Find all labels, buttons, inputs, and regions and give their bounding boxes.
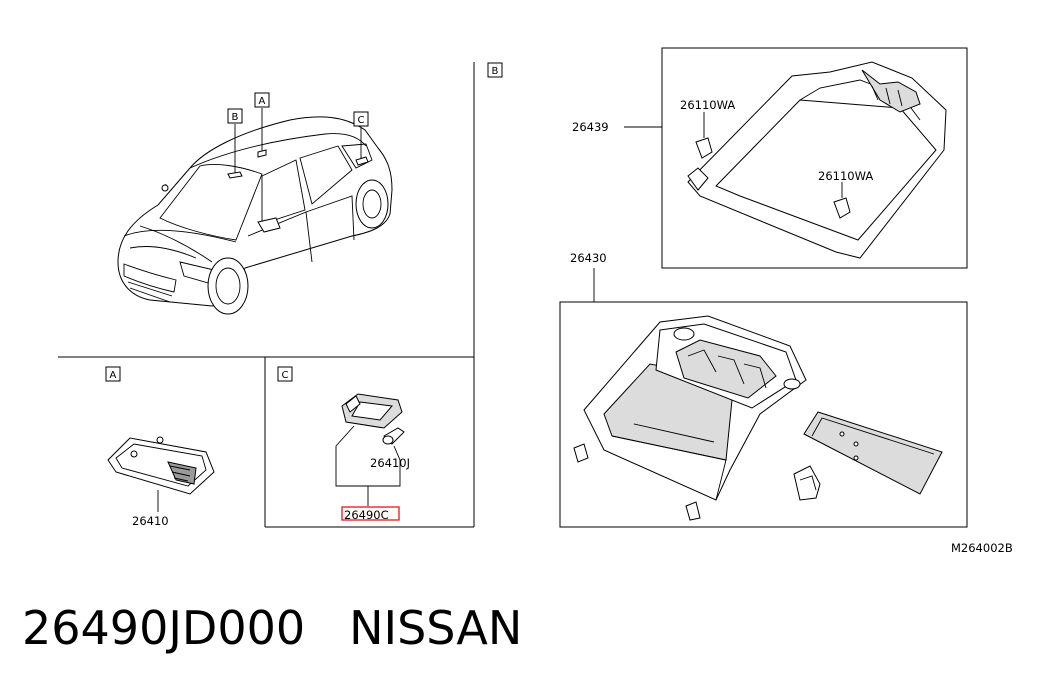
view-marker-b: B <box>487 62 503 78</box>
part-label-clip-2: 26110WA <box>818 169 873 183</box>
svg-text:C: C <box>282 370 289 381</box>
panel-frame <box>58 62 475 528</box>
view-marker-b-overview: B <box>227 108 243 124</box>
part-label-luggage-lamp: 26490C <box>344 508 389 522</box>
view-marker-a-overview: A <box>254 92 270 108</box>
caption-brand: NISSAN <box>349 601 523 655</box>
part-label-bulb: 26410J <box>370 456 410 470</box>
parts-diagram: A B C A 26410 C 26410J 26490C <box>58 47 1013 555</box>
part-caption: 26490JD000 NISSAN <box>22 598 522 658</box>
svg-text:B: B <box>232 112 239 123</box>
figure-code: M264002B <box>951 541 1013 555</box>
part-label-room-lamp: 26410 <box>132 514 169 528</box>
view-a-room-lamp: A 26410 <box>105 366 215 528</box>
highlight-box-luggage-lamp <box>341 506 400 521</box>
part-label-map-lamp-assy: 26430 <box>570 251 607 265</box>
vehicle-overview-drawing <box>117 108 393 315</box>
svg-text:A: A <box>110 370 117 381</box>
svg-text:B: B <box>492 66 499 77</box>
view-c-luggage-lamp: C 26410J 26490C <box>277 366 410 522</box>
part-label-map-lamp-bracket: 26439 <box>572 120 609 134</box>
view-marker-c-overview: C <box>353 111 369 127</box>
map-lamp-assy-detail: 26430 <box>559 251 968 528</box>
caption-part-number: 26490JD000 <box>22 601 306 655</box>
svg-text:C: C <box>358 115 365 126</box>
svg-text:A: A <box>259 96 266 107</box>
part-label-clip-1: 26110WA <box>680 98 735 112</box>
map-lamp-bracket-detail: 26439 26110WA 26110WA <box>572 47 968 269</box>
